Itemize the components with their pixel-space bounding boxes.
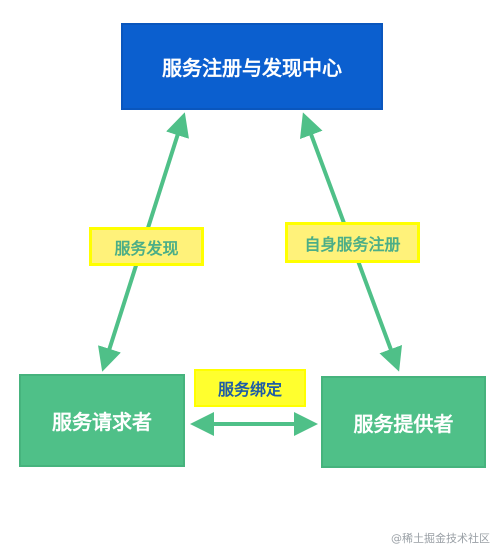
registry-label: 服务注册与发现中心 <box>162 56 342 80</box>
register-tag-label: 自身服务注册 <box>304 234 401 254</box>
bind-tag-label: 服务绑定 <box>217 380 282 399</box>
watermark: @稀土掘金技术社区 <box>391 532 490 545</box>
register-tag: 自身服务注册 <box>285 222 420 263</box>
consumer-node: 服务请求者 <box>19 374 185 467</box>
provider-node: 服务提供者 <box>321 376 486 468</box>
discovery-tag-label: 服务发现 <box>114 238 179 258</box>
registry-node: 服务注册与发现中心 <box>121 23 383 110</box>
bind-tag: 服务绑定 <box>194 369 306 407</box>
provider-label: 服务提供者 <box>353 411 454 436</box>
consumer-label: 服务请求者 <box>52 410 152 434</box>
discovery-tag: 服务发现 <box>89 227 204 266</box>
